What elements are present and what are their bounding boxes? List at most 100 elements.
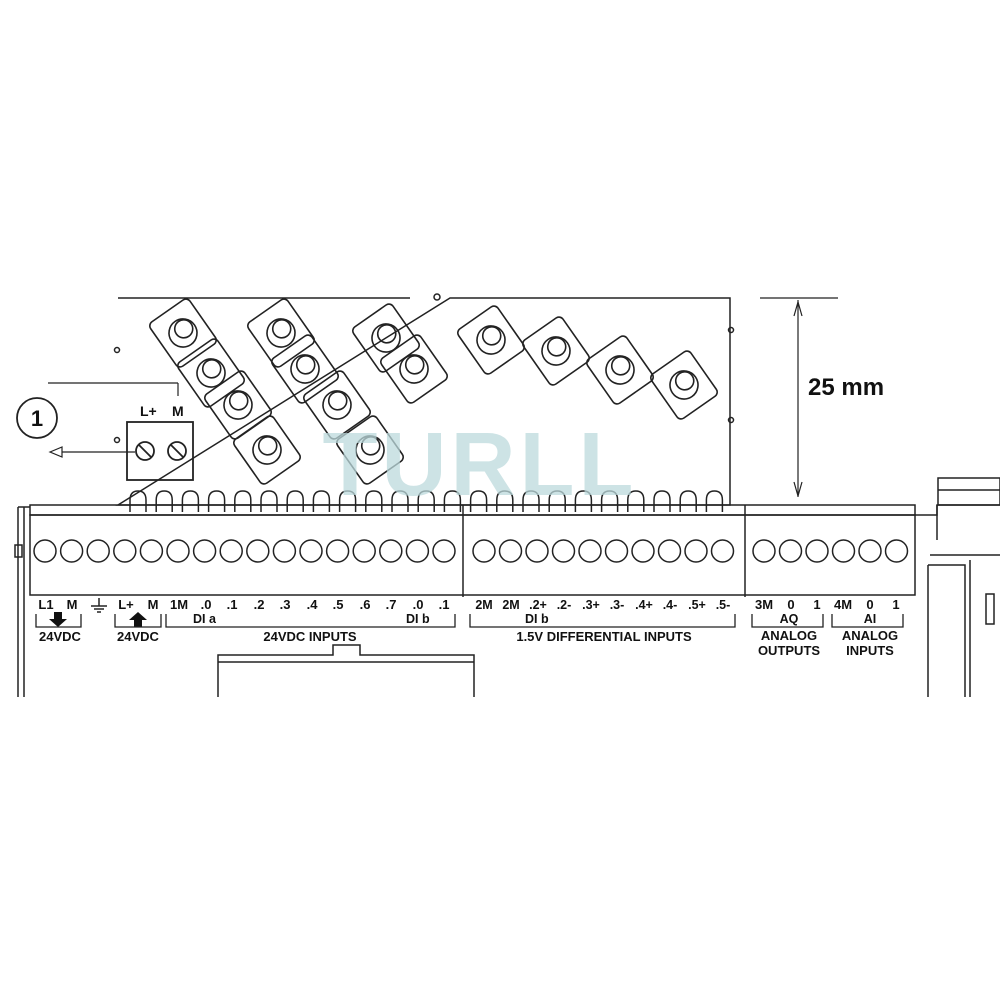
- knob: [303, 370, 371, 440]
- terminal-slot: [312, 490, 331, 512]
- terminal-label: 2M: [475, 598, 492, 612]
- terminal-holes: [33, 539, 909, 563]
- terminal-slot: [574, 490, 593, 512]
- terminal-slots: [129, 490, 724, 512]
- terminal-hole: [166, 539, 190, 563]
- terminal-label: .5+: [688, 598, 706, 612]
- terminal-slot: [207, 490, 226, 512]
- terminal-hole: [631, 539, 655, 563]
- terminal-label: .4-: [663, 598, 678, 612]
- knob: [380, 334, 448, 404]
- terminal-label: M: [67, 597, 78, 612]
- terminal-hole: [525, 539, 549, 563]
- analog-outputs-label-2: OUTPUTS: [758, 643, 820, 658]
- terminal-label: .3: [280, 597, 291, 612]
- terminal-label: .2-: [557, 598, 572, 612]
- terminal-label: L+: [118, 597, 134, 612]
- terminal-slot: [129, 490, 147, 512]
- terminal-label: 1: [892, 597, 899, 612]
- group-brackets: [35, 614, 904, 628]
- terminal-label: 2M: [502, 598, 519, 612]
- terminal-label: .2+: [529, 598, 547, 612]
- terminal-label: .0: [413, 597, 424, 612]
- di-a-label: DI a: [193, 612, 217, 626]
- terminal-slot: [653, 490, 671, 512]
- terminal-hole: [59, 539, 84, 563]
- terminal-slot: [338, 490, 357, 512]
- power-lplus-label: L+: [140, 403, 157, 419]
- callout-circle: [16, 397, 58, 439]
- terminal-labels: L1 M L+ M 1M .0 .1 .2 .3 .4 .5 .6 .7 .0 …: [38, 597, 899, 612]
- callout-number: 1: [31, 406, 43, 431]
- terminal-label: .4+: [635, 598, 653, 612]
- ai-label: AI: [864, 612, 877, 626]
- supply-out-arrow-icon: [49, 612, 67, 627]
- terminal-hole: [352, 539, 376, 563]
- terminal-label: .1: [439, 597, 450, 612]
- terminal-hole: [139, 539, 164, 563]
- analog-inputs-label-2: INPUTS: [846, 643, 894, 658]
- terminal-hole: [604, 539, 629, 563]
- terminal-hole: [752, 539, 776, 563]
- dimension-line: [760, 297, 838, 497]
- terminal-label: .4: [307, 597, 319, 612]
- di-b-left-label: DI b: [406, 612, 430, 626]
- terminal-slot: [417, 490, 435, 512]
- knob: [336, 415, 404, 485]
- terminal-slot: [679, 490, 697, 512]
- knob: [586, 335, 654, 405]
- terminal-slot: [286, 490, 304, 512]
- terminal-slot: [181, 490, 200, 512]
- terminal-label: 1M: [170, 597, 188, 612]
- terminal-hole: [498, 539, 523, 563]
- terminal-strip: [14, 477, 1000, 697]
- callout-leader: [48, 382, 179, 458]
- terminal-slot: [155, 490, 173, 512]
- watermark: TURLL: [323, 415, 638, 515]
- terminal-hole: [684, 539, 708, 563]
- terminal-hole: [472, 539, 496, 563]
- di-b-mid-label: DI b: [525, 612, 549, 626]
- terminal-hole: [778, 539, 803, 563]
- terminal-slot: [627, 490, 645, 512]
- terminal-hole: [246, 539, 270, 563]
- terminal-label: 0: [866, 597, 873, 612]
- analog-outputs-label-1: ANALOG: [761, 628, 817, 643]
- supply-in-arrow-icon: [129, 612, 147, 627]
- terminal-label: .1: [227, 597, 238, 612]
- inputs-24v-label: 24VDC INPUTS: [263, 629, 357, 644]
- terminal-hole: [578, 539, 602, 563]
- terminal-hole: [710, 539, 735, 563]
- terminal-label: M: [148, 597, 159, 612]
- terminal-hole: [432, 539, 456, 563]
- terminal-hole: [805, 539, 829, 563]
- power-m-label: M: [172, 403, 184, 419]
- terminal-hole: [405, 539, 430, 563]
- terminal-slot: [365, 490, 383, 512]
- terminal-hole: [325, 539, 350, 563]
- knob: [149, 298, 217, 368]
- terminal-hole: [551, 539, 576, 563]
- terminal-label: .5: [333, 597, 344, 612]
- terminal-hole: [299, 539, 323, 563]
- dimension-label: 25 mm: [808, 374, 884, 401]
- terminal-label: .7: [386, 597, 397, 612]
- terminal-label: 1: [813, 597, 820, 612]
- terminal-hole: [831, 539, 856, 563]
- terminal-label: .0: [201, 597, 212, 612]
- supply-out-label: 24VDC: [39, 629, 82, 644]
- knob: [650, 350, 718, 420]
- terminal-slot: [391, 490, 409, 512]
- terminal-label: .2: [254, 597, 265, 612]
- terminal-hole: [113, 539, 137, 563]
- terminal-slot: [260, 490, 278, 512]
- aq-label: AQ: [780, 612, 799, 626]
- terminal-slot: [443, 490, 462, 512]
- terminal-hole: [192, 539, 217, 563]
- analog-inputs-label-1: ANALOG: [842, 628, 898, 643]
- supply-in-label: 24VDC: [117, 629, 160, 644]
- terminal-label: .6: [360, 597, 371, 612]
- terminal-label: .3-: [610, 598, 625, 612]
- terminal-hole: [33, 539, 57, 563]
- terminal-label: .5-: [716, 598, 731, 612]
